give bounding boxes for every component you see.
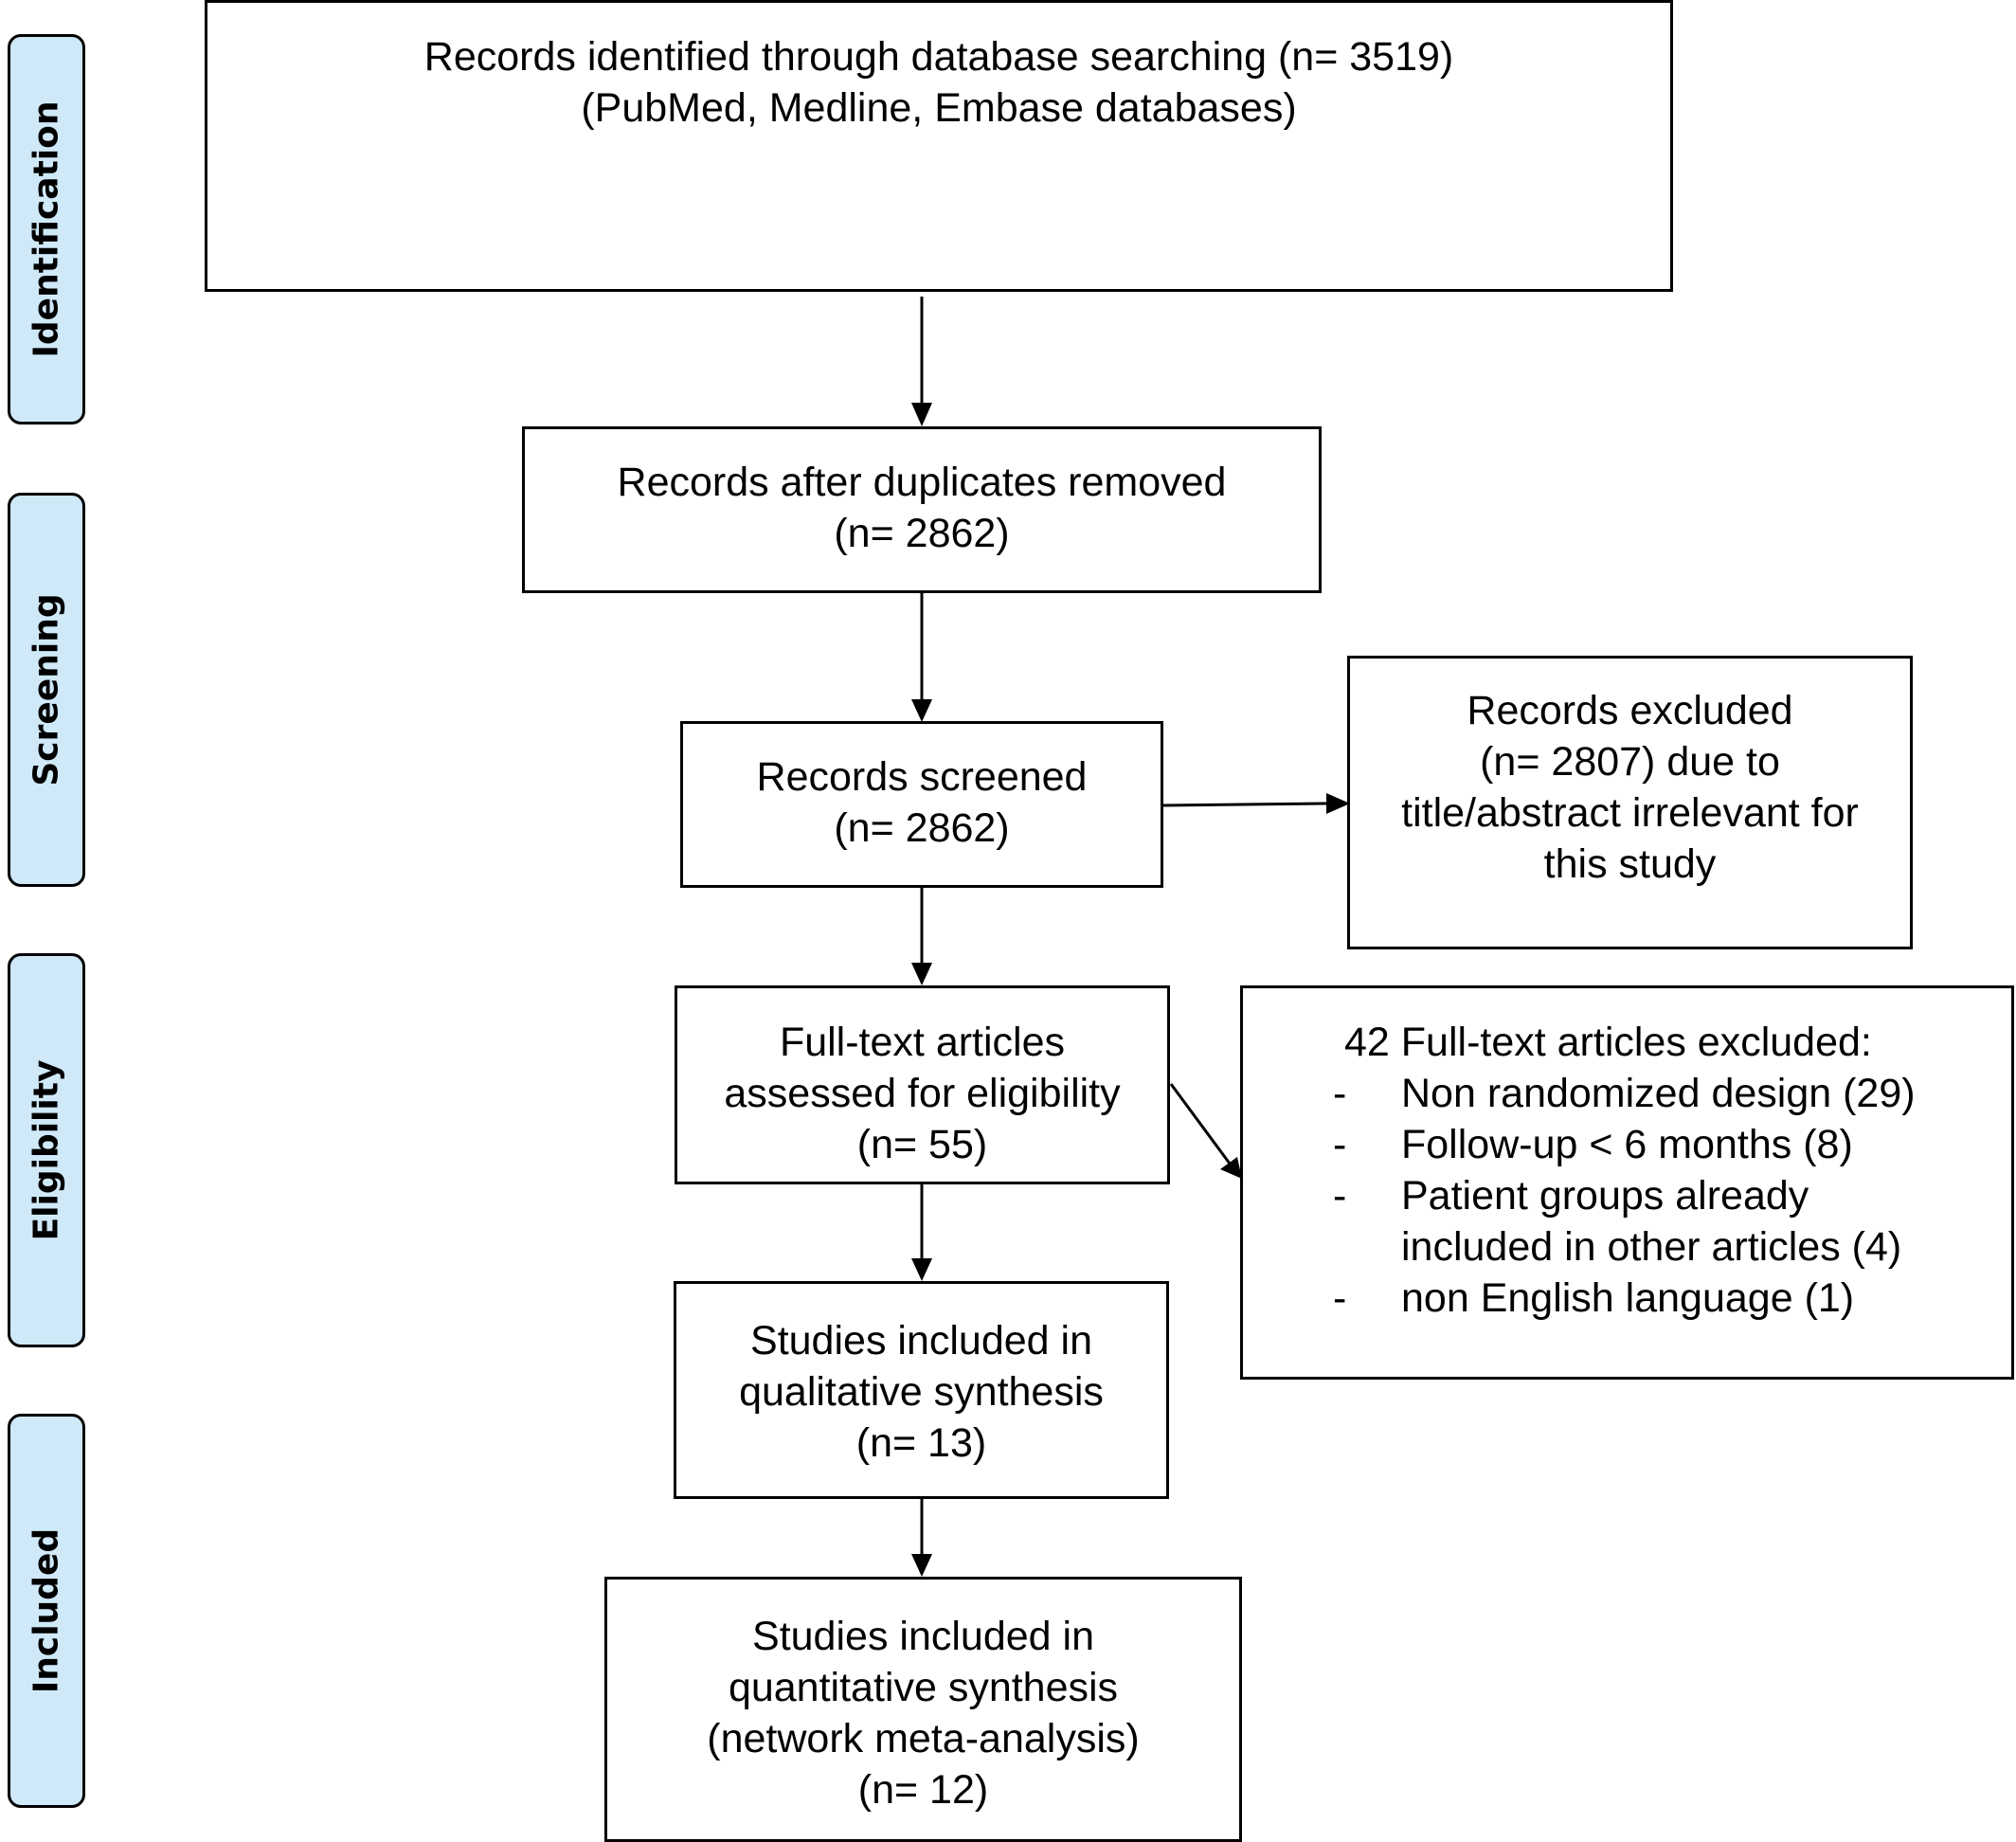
- quantitative-line3: (network meta-analysis): [707, 1716, 1140, 1761]
- exclusion-item: - Follow-up < 6 months (8): [1333, 1122, 1853, 1167]
- qualitative-line2: qualitative synthesis: [739, 1369, 1104, 1415]
- stage-screening-label: Screening: [27, 593, 66, 786]
- arrow-head: [1220, 1157, 1242, 1179]
- full-text-line2: assessed for eligibility: [724, 1071, 1121, 1116]
- arrow-screened-to-excluded: [1162, 802, 1329, 807]
- qualitative-line1: Studies included in: [750, 1318, 1092, 1363]
- duplicates-removed-line1: Records after duplicates removed: [617, 460, 1227, 505]
- arrow-head: [911, 963, 932, 985]
- box-records-screened: Records screened (n= 2862): [680, 721, 1163, 888]
- stage-screening: Screening: [8, 493, 85, 887]
- stage-eligibility: Eligibility: [8, 953, 85, 1347]
- exclusion-item-text: Non randomized design (29): [1401, 1071, 1916, 1116]
- box-full-text-excluded: 42 Full-text articles excluded: - Non ra…: [1240, 985, 2014, 1380]
- stage-included-label: Included: [27, 1527, 66, 1694]
- box-qualitative-synthesis: Studies included in qualitative synthesi…: [674, 1281, 1169, 1499]
- arrow-fulltext-to-excluded: [1169, 1083, 1232, 1165]
- exclusion-item-text: included in other articles (4): [1401, 1224, 1902, 1270]
- exclusion-item-text: non English language (1): [1401, 1275, 1855, 1321]
- exclusion-item-text: Patient groups already: [1401, 1173, 1809, 1219]
- records-excluded-line2: (n= 2807) due to: [1480, 739, 1780, 785]
- box-duplicates-removed: Records after duplicates removed (n= 286…: [522, 426, 1322, 593]
- quantitative-line1: Studies included in: [752, 1614, 1094, 1659]
- exclusion-item: - non English language (1): [1333, 1275, 1855, 1321]
- exclusion-item: - Non randomized design (29): [1333, 1071, 1916, 1116]
- box-records-identified: Records identified through database sear…: [205, 0, 1673, 292]
- full-text-excluded-heading: 42 Full-text articles excluded:: [1344, 1020, 1872, 1065]
- records-identified-line2: (PubMed, Medline, Embase databases): [581, 85, 1297, 131]
- arrow-head: [911, 1258, 932, 1281]
- exclusion-item: included in other articles (4): [1243, 1221, 2011, 1273]
- box-records-excluded: Records excluded (n= 2807) due to title/…: [1347, 656, 1913, 949]
- arrow-head: [911, 1554, 932, 1577]
- quantitative-line2: quantitative synthesis: [728, 1665, 1119, 1710]
- box-full-text-assessed: Full-text articles assessed for eligibil…: [675, 985, 1170, 1184]
- stage-identification: Identification: [8, 34, 85, 424]
- records-identified-line1: Records identified through database sear…: [423, 34, 1454, 80]
- records-excluded-line4: this study: [1543, 841, 1717, 887]
- records-screened-line1: Records screened: [756, 754, 1088, 800]
- full-text-line1: Full-text articles: [779, 1020, 1066, 1065]
- quantitative-count: (n= 12): [857, 1767, 989, 1813]
- records-screened-count: (n= 2862): [834, 805, 1010, 851]
- arrow-head: [911, 699, 932, 722]
- exclusion-item: - Patient groups already: [1333, 1173, 1809, 1219]
- exclusion-item-text: Follow-up < 6 months (8): [1401, 1122, 1853, 1167]
- full-text-count: (n= 55): [856, 1122, 988, 1167]
- records-excluded-line3: title/abstract irrelevant for: [1401, 790, 1859, 836]
- stage-identification-label: Identification: [27, 100, 66, 358]
- qualitative-count: (n= 13): [855, 1420, 987, 1466]
- arrow-head: [911, 403, 932, 426]
- duplicates-removed-count: (n= 2862): [834, 511, 1010, 556]
- box-quantitative-synthesis: Studies included in quantitative synthes…: [604, 1577, 1242, 1842]
- records-excluded-line1: Records excluded: [1467, 688, 1793, 733]
- stage-included: Included: [8, 1414, 85, 1808]
- stage-eligibility-label: Eligibility: [27, 1059, 66, 1241]
